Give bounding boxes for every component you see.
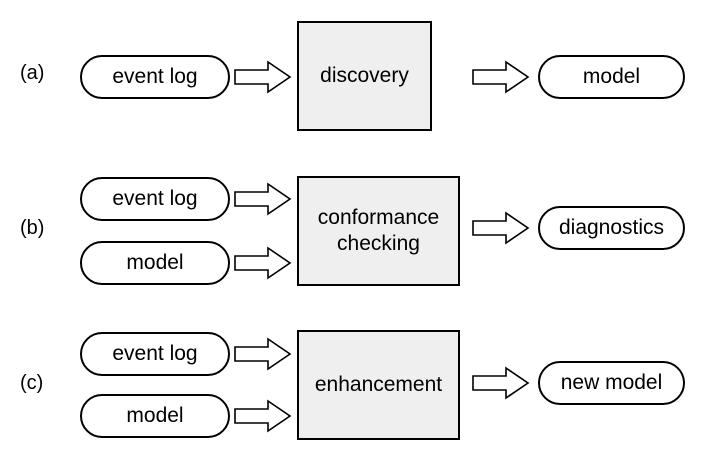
- arrow-right-icon: [234, 182, 292, 216]
- input-event-log-c: event log: [80, 332, 230, 376]
- process-conformance-checking: conformance checking: [297, 176, 460, 286]
- arrow-right-icon: [234, 246, 292, 280]
- process-discovery: discovery: [297, 21, 432, 131]
- input-event-log-b: event log: [80, 177, 230, 221]
- arrow-right-icon: [472, 211, 530, 245]
- output-new-model: new model: [538, 361, 685, 405]
- arrow-right-icon: [234, 337, 292, 371]
- output-diagnostics: diagnostics: [538, 206, 685, 250]
- row-label-a: (a): [20, 62, 45, 84]
- input-model-b: model: [80, 241, 230, 285]
- arrow-right-icon: [472, 366, 530, 400]
- row-label-b: (b): [20, 217, 45, 239]
- output-model-a: model: [538, 55, 685, 99]
- arrow-right-icon: [472, 60, 530, 94]
- input-event-log-a: event log: [80, 55, 230, 99]
- row-label-c: (c): [20, 372, 44, 394]
- process-enhancement: enhancement: [297, 330, 460, 440]
- arrow-right-icon: [234, 60, 292, 94]
- arrow-right-icon: [234, 399, 292, 433]
- input-model-c: model: [80, 394, 230, 438]
